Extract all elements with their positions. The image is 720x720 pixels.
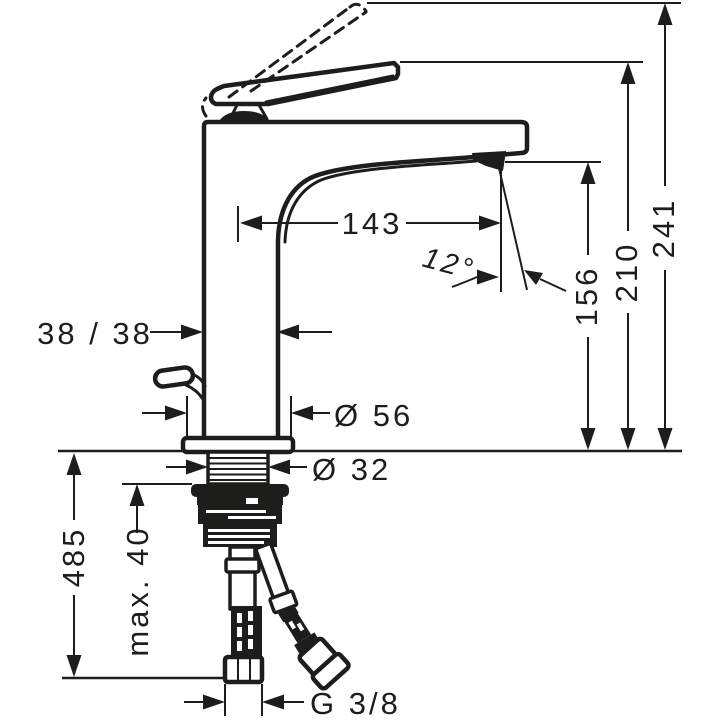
faucet-body-outline — [201, 119, 530, 449]
dim-max-thickness: max. 40 — [120, 483, 192, 657]
dim-hose-length: 485 — [56, 453, 91, 677]
aerator-tip — [472, 151, 506, 171]
drain-pull-rod — [152, 365, 207, 400]
lever-handle — [208, 60, 401, 107]
dim-base-diameter: Ø 56 — [142, 396, 413, 438]
threaded-shank — [206, 450, 270, 486]
dim-body-section: 38 / 38 — [37, 316, 332, 351]
dim-label-shank-diameter: Ø 32 — [312, 452, 391, 487]
mounting-nut — [191, 484, 289, 547]
dim-label-body-section: 38 / 38 — [37, 316, 153, 351]
lever-pivot-base — [219, 111, 269, 121]
dim-stream-angle: 12° — [419, 167, 567, 292]
dim-label-thread-size: G 3/8 — [310, 686, 401, 720]
dim-label-base-diameter: Ø 56 — [334, 398, 413, 433]
base-flange — [180, 435, 296, 455]
dim-label-hose-length: 485 — [56, 527, 91, 588]
dim-label-handle-height: 210 — [609, 242, 644, 303]
dim-label-stream-angle: 12° — [419, 242, 478, 287]
dim-label-max-thickness: max. 40 — [120, 525, 155, 656]
dim-thread-size: G 3/8 — [184, 684, 401, 720]
lever-edge-line — [264, 74, 395, 104]
dim-spout-reach: 143 — [237, 206, 501, 242]
faucet-figure — [152, 2, 530, 691]
dim-label-outlet-height: 156 — [569, 266, 604, 327]
lever-raised-dashed — [201, 2, 368, 118]
dim-label-spout-reach: 143 — [342, 206, 403, 241]
supply-hose-angled — [253, 541, 351, 691]
dim-total-height: 241 — [367, 2, 681, 450]
dim-outlet-height: 156 — [505, 161, 604, 450]
supply-hose-straight — [222, 545, 265, 685]
spout-inner-curve — [283, 159, 478, 244]
dim-label-total-height: 241 — [646, 198, 681, 259]
hose-hex-nut — [222, 654, 265, 685]
dim-handle-height: 210 — [400, 61, 644, 450]
dim-shank-diameter: Ø 32 — [166, 452, 391, 487]
